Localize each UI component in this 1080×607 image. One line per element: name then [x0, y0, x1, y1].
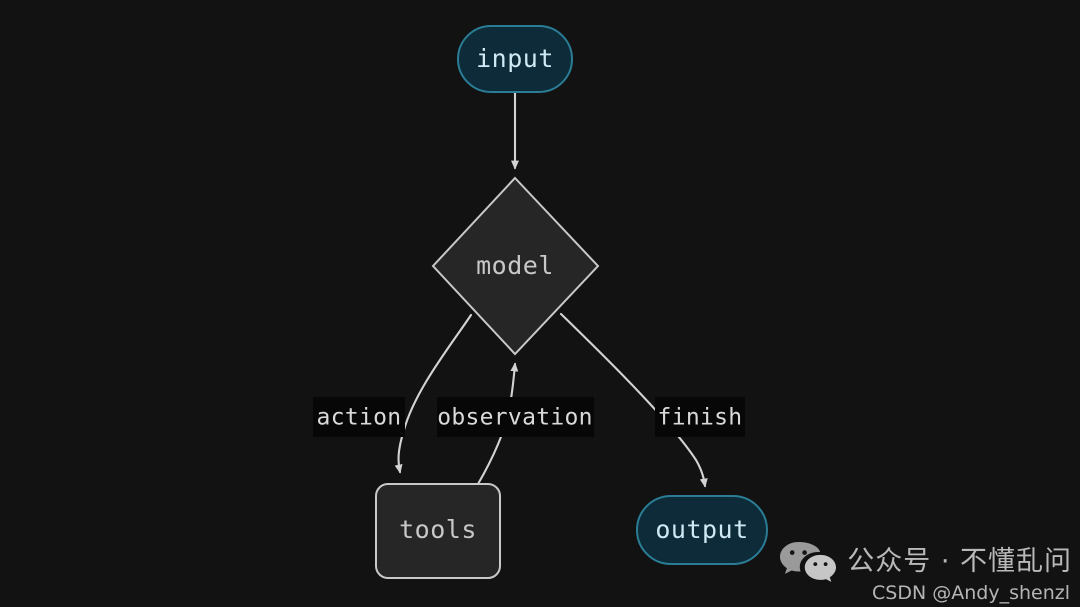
node-output[interactable]: output — [636, 495, 768, 565]
node-tools-shape[interactable] — [375, 483, 501, 579]
edge-model-output — [559, 312, 708, 488]
edge-label-observation: observation — [437, 397, 594, 437]
edge-label-finish: finish — [655, 397, 745, 437]
node-output-shape[interactable] — [636, 495, 768, 565]
node-input-label: input — [476, 44, 554, 73]
node-model-shape[interactable] — [431, 176, 600, 356]
node-tools[interactable]: tools — [375, 483, 501, 579]
edge-label-observation-text: observation — [437, 405, 593, 431]
node-model-label: model — [476, 251, 554, 280]
edge-model-tools — [394, 313, 473, 474]
node-model[interactable]: model — [431, 176, 600, 356]
node-output-label: output — [655, 515, 748, 544]
node-tools-label: tools — [399, 515, 477, 544]
node-input[interactable]: input — [457, 25, 573, 93]
edge-label-finish-text: finish — [658, 405, 743, 431]
edge-label-action-text: action — [317, 405, 402, 431]
edge-label-action: action — [313, 397, 405, 437]
node-input-shape[interactable] — [457, 25, 573, 93]
